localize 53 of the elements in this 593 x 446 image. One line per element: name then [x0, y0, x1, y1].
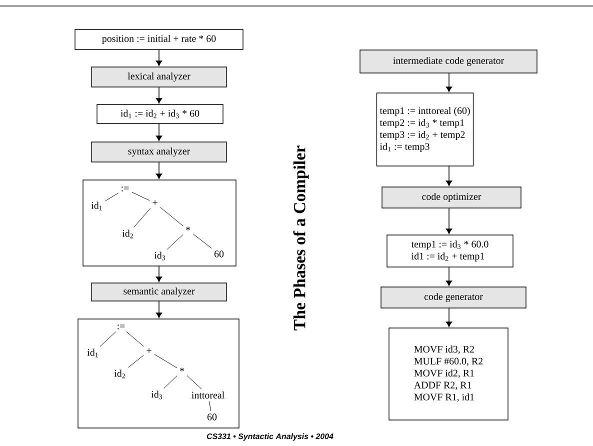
- stage-box: syntax analyzer: [91, 142, 227, 162]
- arrow: [156, 300, 162, 318]
- code-box: id$_{1}$ := id$_{2}$ + id$_{3}$ * 60: [96, 104, 224, 124]
- arrow: [156, 49, 162, 66]
- syntax-tree-box: [82, 180, 236, 266]
- tree-branch: [160, 207, 184, 226]
- arrow: [446, 166, 452, 186]
- tree-branch: [164, 375, 178, 389]
- title: The Phases of a Compiler: [293, 146, 309, 330]
- tree-branch: [100, 332, 116, 347]
- tree-branch: [186, 375, 202, 390]
- stage-box: lexical analyzer: [91, 66, 227, 88]
- code-box: temp1 := inttoreal (60) temp2 := id$_{3}$ * temp1 temp3 := id$_{2}$ + temp2 id$_{1}$ := temp3: [376, 92, 474, 166]
- syntax-tree-box: [78, 318, 240, 428]
- tree-node-label: 60: [207, 414, 217, 420]
- tree-node-label: id$_{1}$: [91, 202, 102, 210]
- stage-box: semantic analyzer: [91, 282, 227, 302]
- stage-box: code generator: [380, 286, 526, 308]
- tree-node-label: id$_{1}$: [87, 348, 98, 358]
- arrow: [156, 266, 162, 282]
- tree-node-label: id$_{3}$: [151, 390, 162, 400]
- arrow: [446, 266, 452, 286]
- arrow: [156, 123, 162, 141]
- tree-branch: [105, 192, 119, 202]
- tree-branch: [126, 332, 144, 347]
- tree-node-label: inttoreal: [192, 391, 224, 398]
- tree-branch: [132, 192, 150, 201]
- tree-node-label: *: [186, 226, 190, 230]
- arrow: [156, 162, 162, 179]
- arrow: [446, 72, 452, 92]
- code-box: temp1 := id$_{3}$ * 60.0 id1 := id$_{2}$ + temp1: [386, 234, 514, 268]
- tree-node-label: +: [146, 348, 152, 353]
- stage-box: code optimizer: [382, 186, 522, 208]
- arrow: [446, 208, 452, 234]
- tree-node-label: id$_{2}$: [122, 230, 133, 238]
- tree-node-label: +: [152, 200, 158, 205]
- code-box: position := initial + rate * 60: [74, 29, 244, 50]
- tree-node-label: id$_{2}$: [114, 370, 125, 378]
- tree-node-label: :=: [118, 324, 125, 330]
- tree-node-label: :=: [122, 186, 129, 192]
- tree-node-label: id$_{3}$: [154, 252, 166, 260]
- tree-branch: [208, 400, 212, 412]
- tree-node-label: 60: [214, 250, 224, 258]
- arrow: [156, 86, 162, 104]
- code-box: MOVF id3, R2 MULF #60.0, R2 MOVF id2, R1 ADDF R2, R1 MOVF R1, id1: [388, 328, 508, 420]
- arrow: [446, 308, 452, 327]
- stage-box: intermediate code generator: [360, 50, 538, 74]
- tree-node-label: *: [180, 368, 184, 372]
- tree-branch: [128, 354, 144, 368]
- tree-branch: [192, 234, 212, 249]
- tree-branch: [166, 234, 184, 250]
- tree-branch: [154, 354, 178, 368]
- tree-branch: [134, 208, 151, 228]
